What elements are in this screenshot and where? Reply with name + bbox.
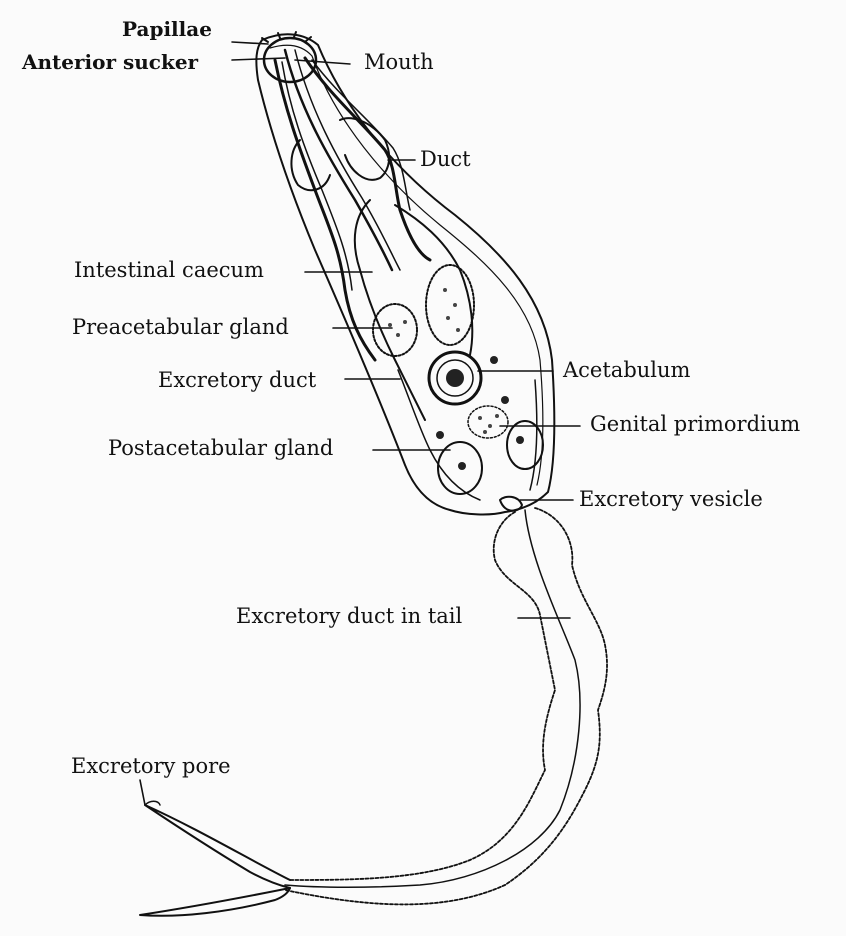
label-papillae: Papillae bbox=[122, 19, 212, 39]
esophagus bbox=[285, 50, 392, 270]
furca-lower bbox=[140, 888, 290, 916]
intestinal-caecum-shape bbox=[355, 200, 425, 420]
label-genital-primordium: Genital primordium bbox=[590, 414, 800, 435]
tail-outline-right bbox=[285, 508, 607, 904]
postacetabular-gland-right bbox=[507, 421, 543, 469]
label-anterior-sucker: Anterior sucker bbox=[22, 52, 198, 72]
preacetabular-gland-left bbox=[373, 304, 417, 356]
furca-upper bbox=[145, 805, 290, 888]
label-preacetabular-gland: Preacetabular gland bbox=[72, 317, 289, 338]
genital-primordium-shape bbox=[468, 406, 508, 438]
label-acetabulum: Acetabulum bbox=[563, 360, 690, 381]
label-excretory-duct: Excretory duct bbox=[158, 370, 316, 391]
leader-lines bbox=[140, 42, 580, 805]
duct-right bbox=[305, 58, 430, 260]
label-excretory-vesicle: Excretory vesicle bbox=[579, 489, 763, 510]
preacetabular-gland-right bbox=[426, 265, 474, 345]
anterior-sucker-shape bbox=[264, 38, 316, 82]
tail-outline-left bbox=[290, 512, 555, 880]
label-intestinal-caecum: Intestinal caecum bbox=[74, 260, 264, 281]
label-excretory-pore: Excretory pore bbox=[71, 756, 231, 777]
label-mouth: Mouth bbox=[364, 52, 434, 73]
label-excretory-duct-in-tail: Excretory duct in tail bbox=[236, 606, 462, 627]
excretory-duct-tail bbox=[285, 510, 580, 887]
label-postacetabular-gland: Postacetabular gland bbox=[108, 438, 333, 459]
excretory-vesicle-shape bbox=[500, 497, 522, 511]
body-inner-outline bbox=[270, 45, 543, 485]
label-duct: Duct bbox=[420, 149, 471, 170]
